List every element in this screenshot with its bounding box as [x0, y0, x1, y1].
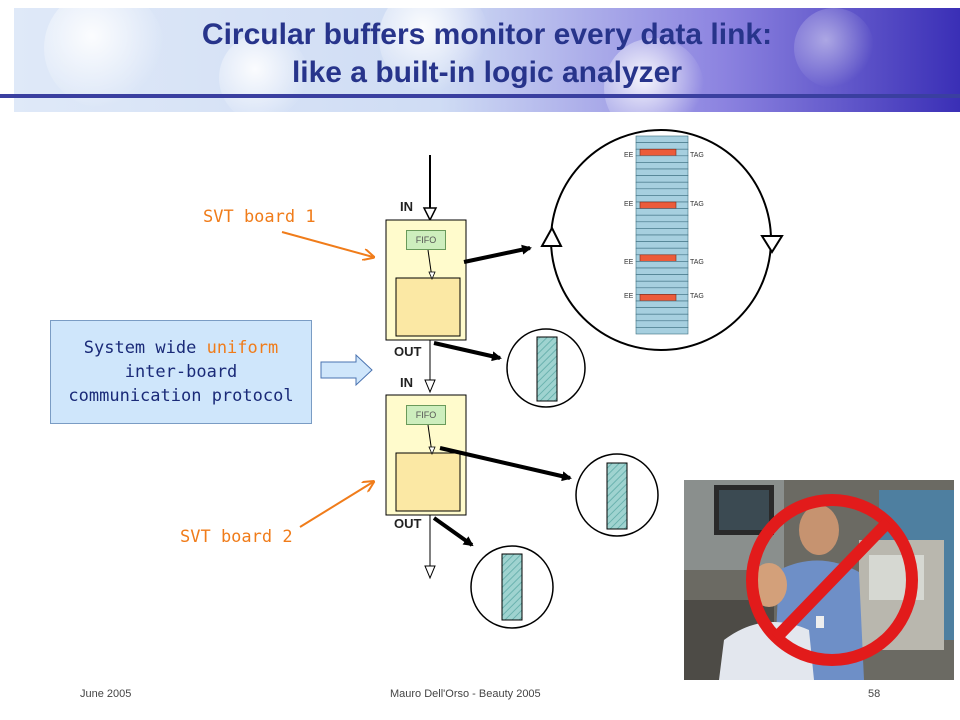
monitor-arrow-2 [433, 341, 502, 362]
board1-fifo: FIFO [406, 230, 446, 250]
monitor-arrow-3 [439, 446, 572, 482]
buffer-cell [635, 142, 689, 150]
board1-in-label: IN [400, 199, 413, 214]
svt-board-2-label: SVT board 2 [180, 527, 293, 547]
buffer-cell [635, 228, 689, 236]
ring-arrow-left-icon [540, 225, 563, 247]
footer-date: June 2005 [80, 688, 132, 700]
buffer-cell [635, 188, 689, 196]
slide-title-line-2: like a built-in logic analyzer [291, 56, 683, 89]
board2-fifo: FIFO [406, 405, 446, 425]
buffer-cell [635, 214, 689, 223]
small-buffer-fill-2 [606, 462, 628, 530]
board2-out-label: OUT [394, 516, 422, 531]
buffer-tag-label: TAG [690, 152, 704, 159]
callout-line-2: inter-board [124, 362, 238, 382]
buffer-tag-label: TAG [690, 259, 704, 266]
board2-core [395, 452, 461, 512]
board1-core [395, 277, 461, 337]
callout-text: System wide [83, 338, 207, 358]
buffer-cell [635, 155, 689, 163]
small-buffer-fill-1 [536, 336, 558, 402]
buffer-cell [635, 287, 689, 295]
buffer-event-marker [639, 294, 677, 302]
protocol-callout: System wide uniform inter-board communic… [50, 320, 312, 424]
lab-photo [684, 480, 954, 680]
buffer-cell [635, 261, 689, 269]
buffer-cell [635, 195, 689, 203]
board1-input-arrowhead [422, 207, 438, 222]
buffer-cell [635, 162, 689, 170]
buffer-cell [635, 320, 689, 328]
buffer-ee-label: EE [624, 201, 634, 208]
buffer-ee-label: EE [624, 152, 634, 159]
footer-page-number: 58 [868, 688, 881, 700]
buffer-ee-label: EE [624, 293, 634, 300]
buffer-ee-label: EE [624, 259, 634, 266]
board1-out-label: OUT [394, 344, 422, 359]
svt-board-1-label: SVT board 1 [203, 207, 316, 227]
buffer-cell [635, 168, 689, 176]
callout-line-3: communication protocol [68, 386, 294, 406]
buffer-cell [635, 234, 689, 242]
buffer-cell [635, 307, 689, 315]
banner-rule [0, 94, 960, 98]
buffer-event-marker [639, 148, 677, 157]
monitor-arrow-4 [432, 516, 474, 547]
buffer-cell [635, 175, 689, 183]
buffer-cell [635, 247, 689, 256]
slide-title-line-1: Circular buffers monitor every data link… [201, 18, 773, 51]
buffer-cell [635, 300, 689, 308]
buffer-cell [635, 208, 689, 216]
buffer-event-marker [639, 254, 677, 262]
board2-in-label: IN [400, 375, 413, 390]
callout-accent-word: uniform [206, 338, 279, 358]
buffer-cell [635, 327, 689, 335]
callout-line-1: System wide uniform [84, 336, 278, 360]
protocol-arrow [320, 353, 373, 387]
buffer-tag-label: TAG [690, 293, 704, 300]
footer-author: Mauro Dell'Orso - Beauty 2005 [390, 688, 541, 700]
buffer-cell [635, 280, 689, 289]
buffer-cell [635, 313, 689, 322]
buffer-event-marker [639, 201, 677, 209]
buffer-tag-label: TAG [690, 201, 704, 208]
board2-pointer [299, 482, 373, 528]
buffer-cell [635, 241, 689, 249]
ring-arrow-right-icon [760, 235, 784, 254]
buffer-cell [635, 181, 689, 190]
small-buffer-fill-3 [501, 553, 523, 621]
monitor-arrow-1 [463, 244, 532, 264]
buffer-cell [635, 135, 689, 143]
buffer-stack [635, 135, 689, 335]
buffer-cell [635, 221, 689, 229]
prohibition-icon [746, 494, 918, 666]
board1-pointer [281, 231, 373, 257]
buffer-cell [635, 267, 689, 275]
buffer-cell [635, 274, 689, 282]
